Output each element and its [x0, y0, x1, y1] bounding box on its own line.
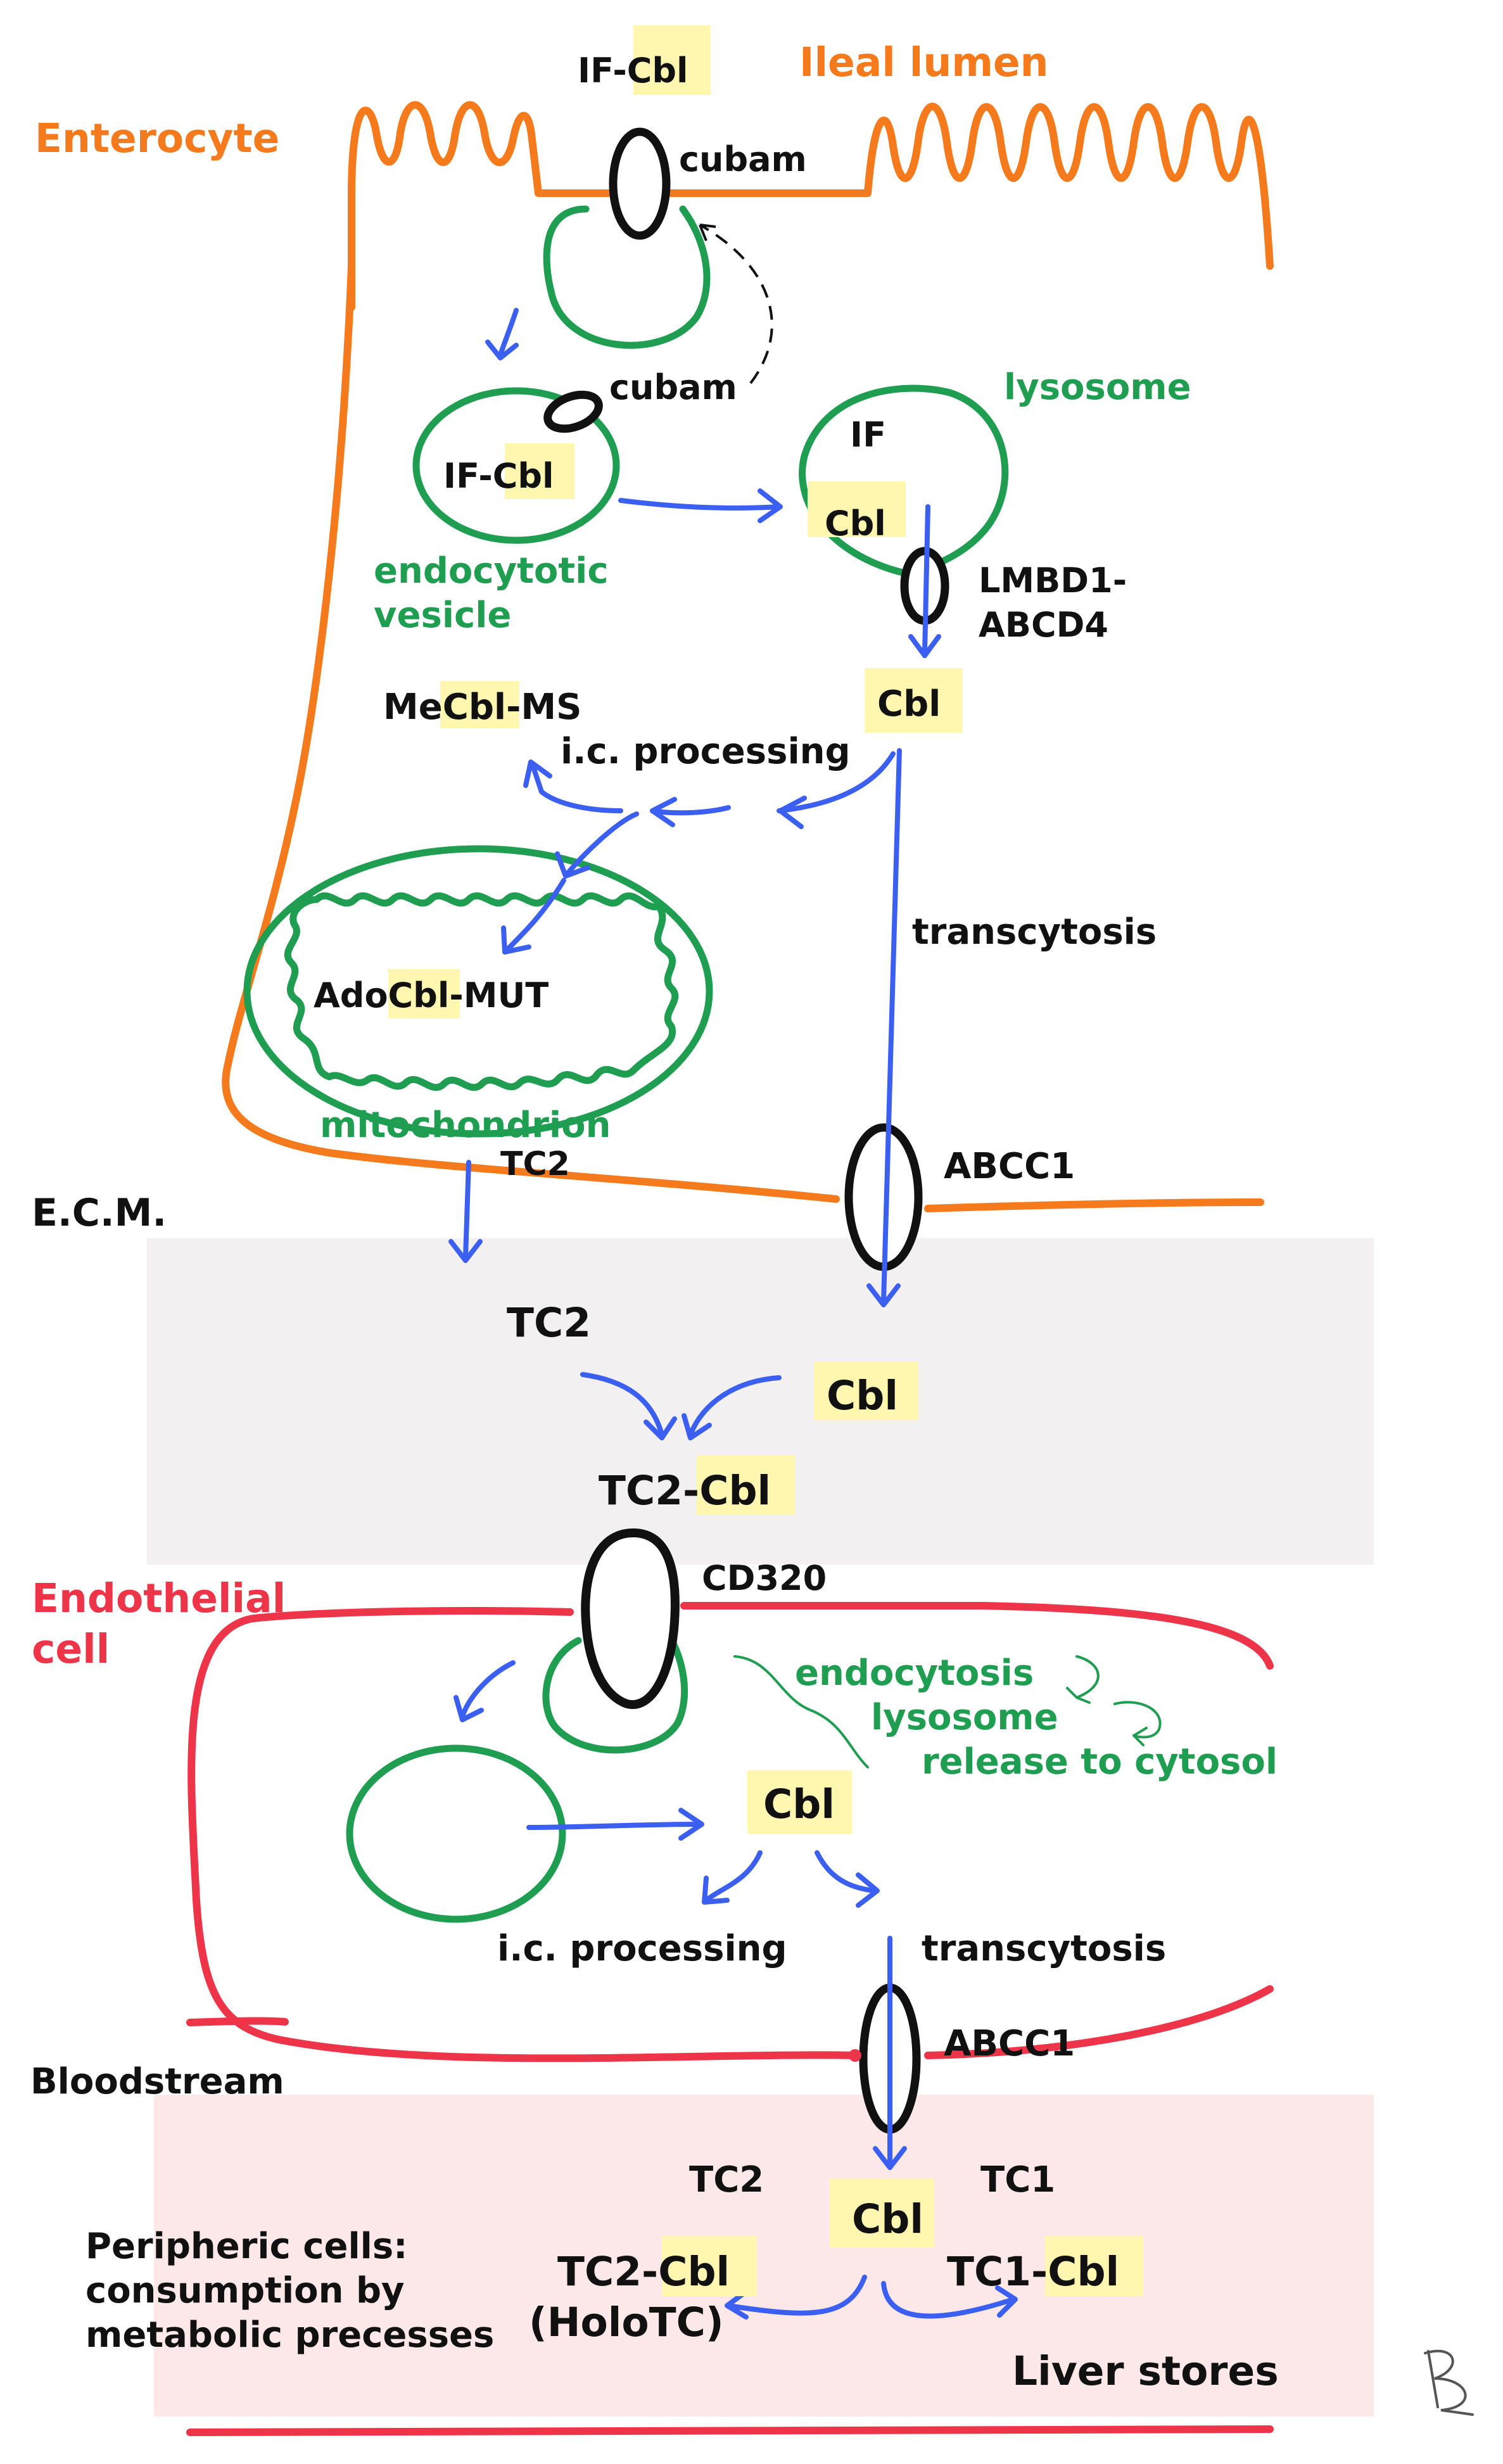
cbl-endothelial-label: Cbl	[763, 1781, 835, 1827]
tc1-cbl-blood-label: TC1-Cbl	[947, 2249, 1119, 2295]
mecbl-highlight	[440, 681, 519, 728]
mecbl-ms-label: MeCbl-MS	[383, 687, 581, 728]
blue-flow-arrows	[448, 308, 1018, 2320]
liver-stores-label: Liver stores	[1012, 2348, 1279, 2394]
endocytosis-callout-line	[733, 1655, 869, 1769]
bloodstream-upper-line	[186, 2017, 289, 2026]
cubam-receptor-vesicle	[543, 390, 603, 433]
tc2-cbl-blood-label: TC2-Cbl	[557, 2249, 730, 2295]
peripheric-cells-label-1: Peripheric cells:	[86, 2226, 408, 2267]
endothelial-abluminal-membrane	[924, 1985, 1274, 2059]
mitochondrion-cristae	[284, 892, 679, 1091]
vesicle-cbl-highlight	[505, 443, 574, 499]
lysosome-endothelial-label: lysosome	[871, 1697, 1058, 1738]
tc2cbl-blood-highlight	[662, 2236, 757, 2296]
endothelial-endocytic-pit	[542, 1630, 688, 1754]
membrane-junction-dot	[849, 2049, 861, 2062]
peripheric-cells-label-2: consumption by	[86, 2270, 405, 2311]
transcytosis-label-1: transcytosis	[912, 911, 1157, 953]
endocytosis-label: endocytosis	[795, 1653, 1034, 1694]
cbl-blood-highlight	[830, 2179, 934, 2247]
transcytosis-label-2: transcytosis	[922, 1928, 1166, 1969]
lysosome-cbl-highlight	[808, 481, 906, 537]
endothelial-vesicle	[346, 1744, 566, 1923]
holotc-label: (HoloTC)	[529, 2299, 724, 2346]
cubam-receptor-apical	[609, 127, 671, 240]
enterocyte-apical-membrane	[348, 101, 1274, 311]
enterocyte-basolateral-membrane	[222, 262, 840, 1203]
tc2-cbl-ecm-label: TC2-Cbl	[599, 1468, 771, 1514]
cbl-endothelial-highlight	[747, 1770, 852, 1834]
ecm-label: E.C.M.	[32, 1191, 167, 1235]
ic-processing-label-2: i.c. processing	[497, 1928, 787, 1969]
author-signature	[1424, 2349, 1474, 2416]
lysosome-label: lysosome	[1004, 367, 1191, 408]
enterocyte-label: Enterocyte	[35, 115, 279, 162]
mitochondrion-outer-membrane	[243, 845, 713, 1138]
cd320-receptor	[581, 1528, 680, 1710]
cubam-vesicle-label: cubam	[609, 367, 737, 407]
vesicle-if-cbl-label: IF-Cbl	[443, 456, 554, 496]
abcc1-label-1: ABCC1	[944, 1146, 1075, 1187]
lysosome-to-release-arrow	[1113, 1701, 1162, 1746]
lysosome-membrane	[799, 384, 1009, 577]
cubam-recycling-arrow	[699, 224, 773, 384]
tc2-ecm-label: TC2	[507, 1300, 591, 1346]
peripheric-cells-label-3: metabolic precesses	[86, 2315, 494, 2356]
if-cbl-top-label: IF-Cbl	[578, 51, 688, 91]
bloodstream-band	[154, 2095, 1374, 2416]
tc1-blood-label: TC1	[980, 2159, 1055, 2200]
lysosome-cbl-label: Cbl	[825, 504, 886, 543]
endothelial-luminal-membrane	[187, 1602, 1274, 2062]
bloodstream-bottom-line	[186, 2425, 1274, 2436]
mitochondrion-label: mitochondrion	[320, 1105, 611, 1146]
endothelial-cell-label-1: Endothelial	[32, 1575, 286, 1622]
cbl-after-lysosome-highlight	[865, 668, 963, 733]
cbl-blood-label: Cbl	[852, 2196, 923, 2242]
endocytotic-vesicle-label-1: endocytotic	[374, 550, 609, 592]
adocbl-highlight	[388, 969, 460, 1019]
apical-endocytic-pit	[543, 205, 711, 349]
ileal-lumen-label: Ileal lumen	[799, 39, 1048, 86]
endothelial-cell-label-2: cell	[32, 1626, 110, 1672]
cbl-ecm-highlight	[814, 1362, 918, 1420]
endocytotic-vesicle-label-2: vesicle	[374, 595, 511, 636]
lysosome-if-label: IF	[850, 415, 886, 455]
cbl-after-lysosome-label: Cbl	[877, 683, 941, 725]
ecm-band	[147, 1238, 1374, 1565]
cubam-recycling-arrowhead	[699, 224, 716, 241]
tc1cbl-blood-highlight	[1045, 2236, 1143, 2296]
enterocyte-basal-membrane-right	[924, 1198, 1264, 1212]
tc2-enterocyte-label: TC2	[500, 1145, 570, 1183]
endocytosis-to-lysosome-arrow	[1066, 1655, 1100, 1704]
tc2cbl-ecm-highlight	[697, 1455, 795, 1515]
tc2-blood-label: TC2	[689, 2159, 764, 2200]
cubam-apical-label: cubam	[679, 139, 807, 179]
adocbl-mut-label: AdoCbl-MUT	[314, 975, 549, 1015]
abcd4-label: ABCD4	[979, 605, 1108, 645]
bloodstream-label: Bloodstream	[30, 2061, 284, 2102]
abcc1-label-2: ABCC1	[944, 2023, 1075, 2064]
lmbd1-label: LMBD1-	[979, 561, 1127, 600]
if-cbl-top-highlight	[633, 25, 711, 95]
release-to-cytosol-label: release to cytosol	[922, 1741, 1278, 1782]
cbl-ecm-label: Cbl	[827, 1373, 898, 1419]
cd320-label: CD320	[702, 1558, 827, 1598]
endocytotic-vesicle	[412, 387, 620, 544]
ic-processing-label-1: i.c. processing	[561, 731, 851, 772]
